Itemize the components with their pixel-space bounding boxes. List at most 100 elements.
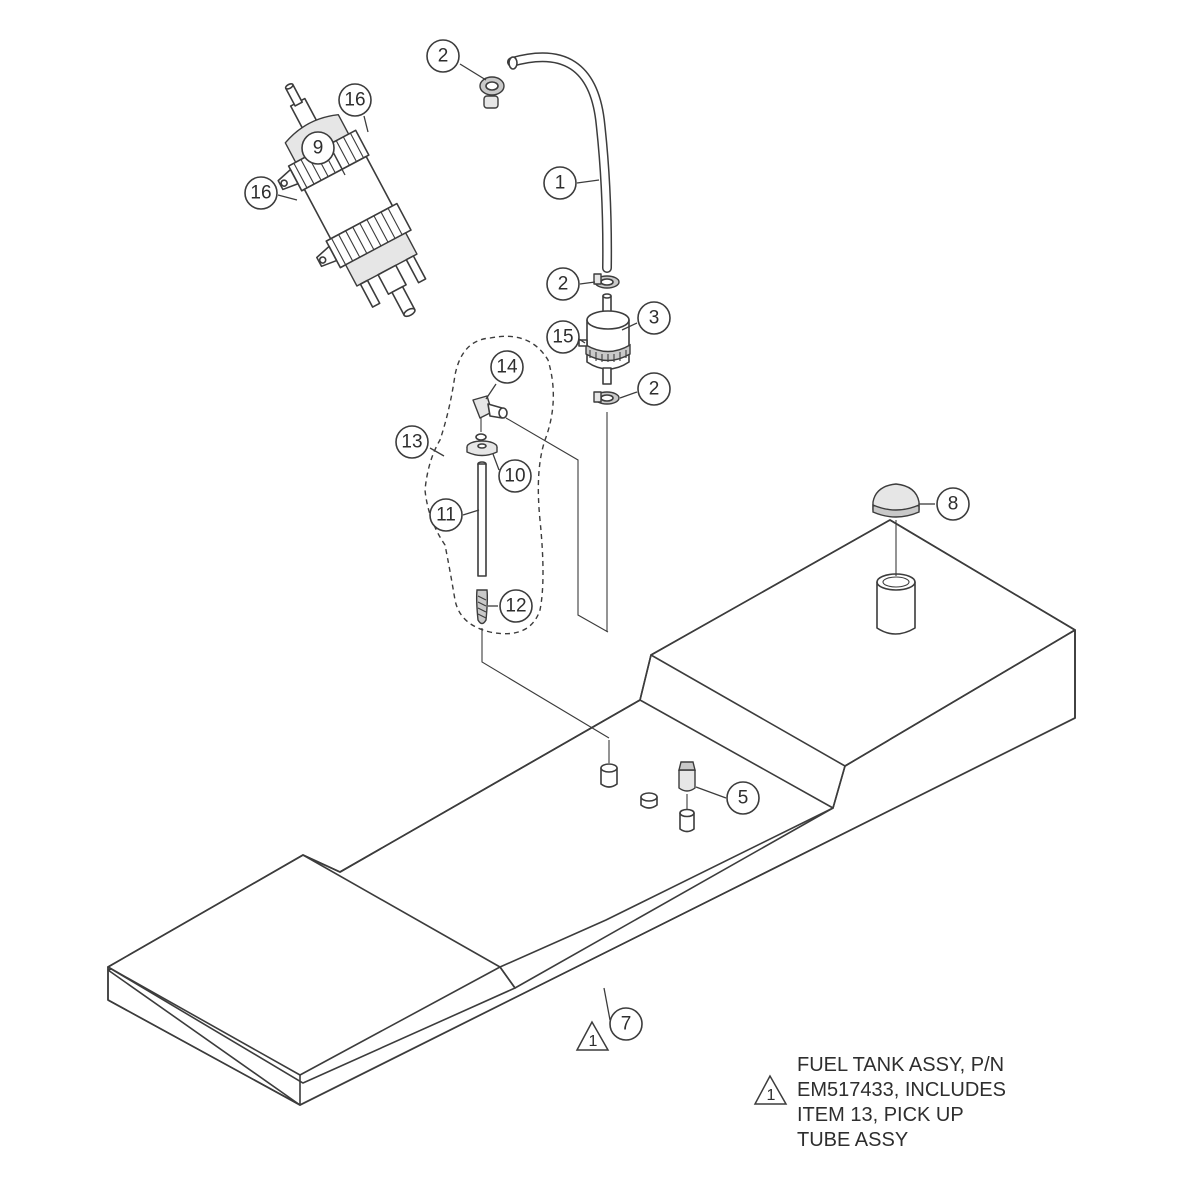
leader-7 (603, 987, 611, 1021)
filter-top (586, 310, 630, 330)
callout-16-lower: 16 (244, 176, 278, 210)
leader-16a (363, 115, 369, 133)
drain-bushing-top (679, 808, 695, 818)
assembly-note: 1 FUEL TANK ASSY, P/N EM517433, INCLUDES… (753, 1054, 1006, 1151)
clamp-top-screw (483, 95, 499, 109)
callout-2-low-label: 2 (649, 379, 660, 400)
vent-valve-cap (678, 761, 696, 771)
callout-16-lower-label: 16 (250, 183, 271, 204)
vent-valve-body (678, 769, 696, 792)
pump-mount-hole-lower (318, 256, 327, 264)
pickup-screen-mesh (477, 595, 487, 619)
callout-8: 8 (936, 487, 970, 521)
callout-1-label: 1 (555, 173, 566, 194)
filter-clamp (585, 343, 631, 362)
leader-10 (492, 453, 500, 471)
pickup-to-tank-line (481, 628, 610, 739)
hose-end (508, 56, 518, 70)
callout-13: 13 (395, 425, 429, 459)
callout-12: 12 (499, 589, 533, 623)
callout-8-label: 8 (948, 494, 959, 515)
callout-10-label: 10 (504, 466, 525, 487)
callout-2-top: 2 (426, 39, 460, 73)
callout-2-mid-label: 2 (558, 274, 569, 295)
clamp-low-hole (600, 394, 614, 402)
pickup-bushing (600, 767, 618, 788)
pickup-bushing-top (600, 763, 618, 773)
pump-terminal-left (359, 279, 381, 308)
tank-left-front-edge (107, 966, 301, 1106)
tank-note-flag-triangle (575, 1020, 610, 1051)
leader-11 (462, 509, 480, 516)
callout-9: 9 (301, 131, 335, 165)
callout-15: 15 (546, 320, 580, 354)
note-line-4: TUBE ASSY (797, 1129, 908, 1151)
callout-15-label: 15 (552, 327, 573, 348)
tank-note-flag-label: 1 (589, 1033, 598, 1050)
note-flag-triangle (753, 1074, 788, 1105)
filler-neck (876, 573, 916, 635)
callout-16-upper: 16 (338, 83, 372, 117)
leader-2a (459, 63, 487, 81)
elbow-barb-end (498, 407, 508, 419)
grommet-side (466, 447, 498, 457)
filter-clamp-ridges (589, 350, 627, 362)
pump-outlet-end (284, 83, 294, 90)
callout-7: 7 (609, 1007, 643, 1041)
tank-left-block-rear-edge (302, 854, 501, 968)
callout-13-label: 13 (401, 432, 422, 453)
pump-terminal-right (405, 255, 427, 284)
filter-outlet (602, 367, 612, 385)
fuel-filter (578, 293, 631, 385)
leader-1 (576, 179, 600, 184)
clamp-mid-hole (600, 278, 614, 286)
leader-2b (579, 281, 596, 285)
clamp-low (593, 391, 620, 405)
callout-5-label: 5 (738, 788, 749, 809)
leader-lines (277, 63, 935, 1021)
leader-5 (695, 786, 727, 799)
note-line-2: EM517433, INCLUDES (797, 1079, 1006, 1101)
note-line-3: ITEM 13, PICK UP (797, 1104, 964, 1126)
callout-10: 10 (498, 459, 532, 493)
note-line-1: FUEL TANK ASSY, P/N (797, 1054, 1004, 1076)
elbow-to-hose-line (505, 417, 609, 633)
leader-15 (578, 338, 586, 344)
grommet-hole (477, 443, 487, 449)
callout-2-low: 2 (637, 372, 671, 406)
drain-bushing (679, 812, 695, 833)
tank-top-surface (107, 519, 1076, 1084)
leader-9 (333, 153, 346, 176)
clamp-top (479, 76, 505, 109)
leader-2c (619, 391, 638, 399)
callout-5: 5 (726, 781, 760, 815)
clamp-mid-screw (593, 273, 602, 285)
filler-neck-inner (882, 576, 910, 588)
vent-bushing-top (640, 792, 658, 802)
callout-3: 3 (637, 301, 671, 335)
callout-14-label: 14 (496, 357, 518, 378)
pickup-tube-parts (466, 395, 610, 739)
pump-inlet-end (403, 307, 416, 318)
callout-12-label: 12 (505, 596, 526, 617)
callout-3-label: 3 (649, 308, 660, 329)
pickup-tube (477, 463, 487, 577)
hose-clamps (479, 76, 620, 405)
callout-11: 11 (429, 498, 463, 532)
callout-2-mid: 2 (546, 267, 580, 301)
filler-neck-body (876, 581, 916, 635)
callout-7-label: 7 (621, 1014, 632, 1035)
tank-channel-step-edge (639, 699, 834, 809)
pump-mount-hole-upper (280, 179, 288, 187)
leader-16b (277, 194, 298, 201)
tank-fittings (600, 740, 696, 833)
pickup-washer (475, 433, 487, 441)
filter-inlet-top (602, 293, 612, 299)
fuel-hose (507, 52, 613, 632)
pump-lower-ribs (331, 208, 403, 266)
leader-13 (429, 447, 445, 457)
callout-2-top-label: 2 (438, 46, 449, 67)
callout-14: 14 (490, 350, 524, 384)
